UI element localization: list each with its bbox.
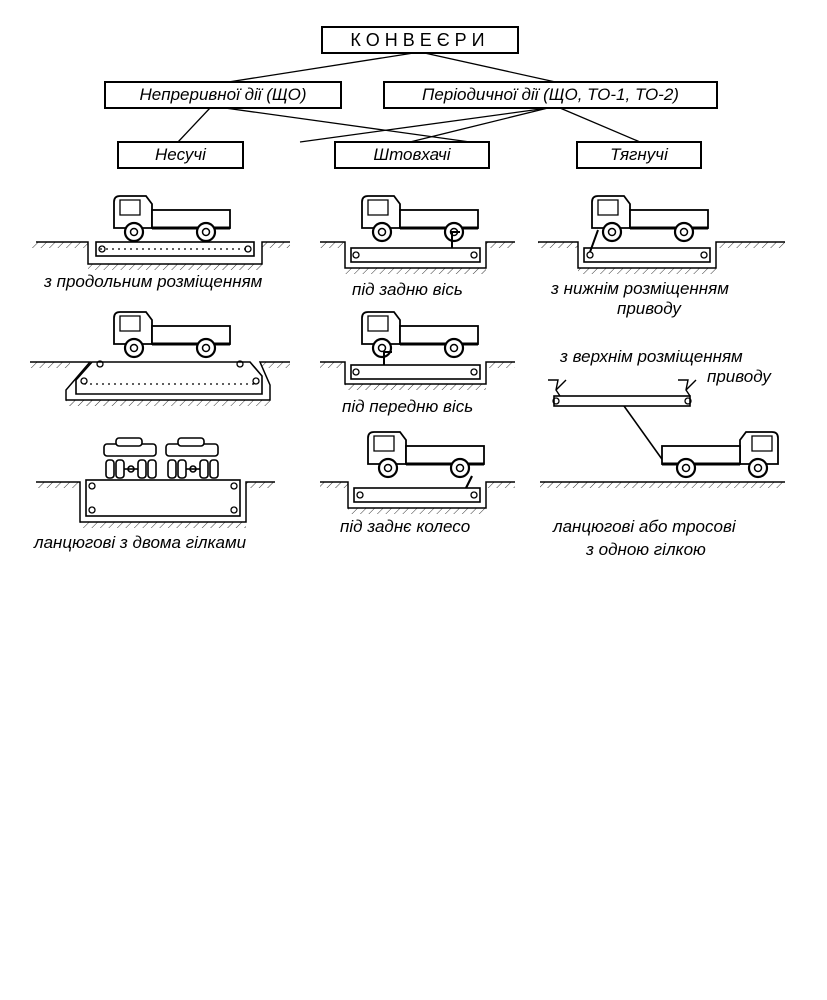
carrying-box: Несучі <box>117 141 244 169</box>
caption-one-branch-line1: ланцюгові або тросові <box>553 517 736 536</box>
caption-lower-drive-line1: з нижнім розміщенням <box>551 279 729 298</box>
pushing-rear-wheel-drawing <box>320 430 515 514</box>
periodic-label: Періодичної дії (ЩО, ТО-1, ТО-2) <box>422 85 679 104</box>
carrying-longitudinal-drawing <box>30 194 290 270</box>
pushing-front-axle-drawing <box>320 310 515 390</box>
caption-front-axle: під передню вісь <box>342 397 474 416</box>
continuous-box: Непреривної дії (ЩО) <box>104 81 342 109</box>
title-box: КОНВЕЄРИ <box>321 26 519 54</box>
caption-rear-axle: під задню вісь <box>352 280 463 299</box>
pulling-lower-drive-drawing <box>538 194 785 274</box>
pulling-box: Тягнучі <box>576 141 702 169</box>
title: КОНВЕЄРИ <box>350 29 490 50</box>
caption-two-branch: ланцюгові з двома гілками <box>34 533 247 552</box>
periodic-box: Періодичної дії (ЩО, ТО-1, ТО-2) <box>383 81 718 109</box>
pulling-upper-drive-drawing <box>540 379 785 488</box>
pushing-label: Штовхачі <box>373 145 451 164</box>
carrying-wide-drawing <box>30 310 290 406</box>
continuous-label: Непреривної дії (ЩО) <box>139 85 307 104</box>
pushing-box: Штовхачі <box>334 141 490 169</box>
carrying-label: Несучі <box>155 145 206 164</box>
caption-upper-drive-line2: приводу <box>707 367 771 386</box>
pulling-label: Тягнучі <box>610 145 668 164</box>
caption-rear-wheel: під заднє колесо <box>340 517 471 536</box>
caption-longitudinal: з продольним розміщенням <box>44 272 263 291</box>
pushing-rear-axle-drawing <box>320 194 515 274</box>
caption-upper-drive-line1: з верхнім розміщенням <box>560 347 743 366</box>
tree-connectors <box>177 51 641 143</box>
carrying-two-branch-drawing <box>36 437 275 528</box>
caption-one-branch-line2: з одною гілкою <box>586 540 706 559</box>
caption-lower-drive-line2: приводу <box>617 299 681 318</box>
